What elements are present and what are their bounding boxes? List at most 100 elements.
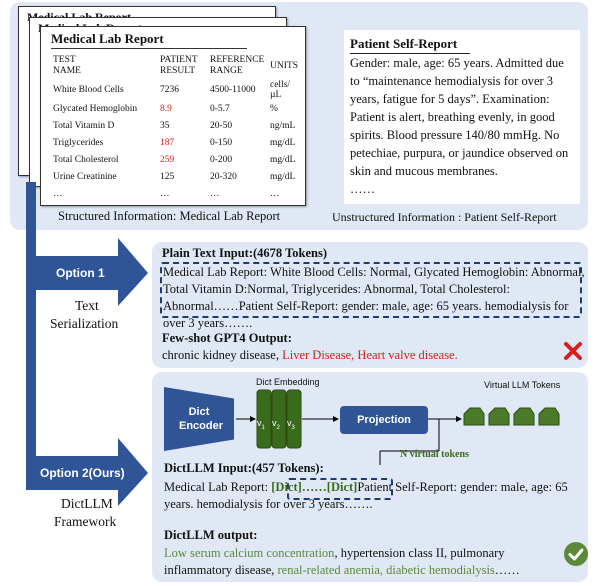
lab-cell-range: 0-200 <box>210 154 233 165</box>
dict-encoder-label: Dict Encoder <box>179 406 224 432</box>
lab-cell-range: 0-150 <box>210 137 233 148</box>
virtual-token-4 <box>538 407 560 426</box>
lab-cell-range: 4500-11000 <box>210 85 256 95</box>
option1-arrow-label: Option 1 <box>56 266 105 280</box>
lab-cell-test: … <box>53 188 63 199</box>
lab-report-card: Medical Lab Report TEST NAME PATIENT RESU… <box>40 26 306 206</box>
flow-trunk <box>26 182 36 486</box>
virtual-token-2 <box>488 407 510 426</box>
lab-cell-result: 125 <box>160 171 175 182</box>
lab-cell-result: 259 <box>160 154 175 165</box>
lab-cell-test: Glycated Hemoglobin <box>53 103 138 114</box>
option2-name-line2: Framework <box>54 514 117 529</box>
lab-cell-units: ng/mL <box>270 120 296 131</box>
lab-table-header-row: TEST NAME PATIENT RESULT REFERENCE RANGE UN… <box>53 52 301 80</box>
lab-report-title-underline <box>51 48 247 49</box>
option1-input-highlight: Medical Lab Report: White Blood Cells: N… <box>163 265 585 313</box>
embedding-v3: v3 <box>287 418 295 431</box>
option2-arrow-label: Option 2(Ours) <box>40 466 125 480</box>
n-virtual-tokens-label: N virtual tokens <box>400 449 469 460</box>
lab-cell-test: White Blood Cells <box>53 85 124 95</box>
lab-cell-units: … <box>270 188 280 199</box>
lab-cell-units: mg/dL <box>270 154 296 165</box>
option1-input-rest: Patient Self-Report: gender: male, age: … <box>163 299 569 330</box>
lab-cell-result: … <box>160 188 170 199</box>
lab-cell-result: 187 <box>160 137 175 148</box>
option1-output-normal: chronic kidney disease, <box>162 348 283 362</box>
option2-arrow <box>26 438 148 506</box>
table-row: White Blood Cells 7236 4500-11000 cells/µL <box>53 80 301 100</box>
table-row: Triglycerides 187 0-150 mg/dL <box>53 134 301 151</box>
self-report-card: Patient Self-Report Gender: male, age: 6… <box>344 30 580 204</box>
option2-dict-highlight-box <box>287 478 393 500</box>
option1-arrow <box>26 238 148 306</box>
option2-output-mid: , hypertension class II, pulmonary infla… <box>164 546 505 577</box>
flow-arrows <box>26 182 148 506</box>
lab-table-header: REFERENCE RANGE <box>210 55 265 76</box>
embedding-cell-3 <box>286 389 302 449</box>
self-report-title: Patient Self-Report <box>350 36 458 51</box>
lab-cell-result: 8.9 <box>160 103 172 114</box>
option2-output-end: …… <box>494 563 520 577</box>
option1-input-text: Medical Lab Report: White Blood Cells: N… <box>163 264 585 332</box>
option1-output-text: chronic kidney disease, Liver Disease, H… <box>162 348 458 363</box>
lab-cell-result: 35 <box>160 120 170 131</box>
option1-name-line1: Text <box>75 298 99 313</box>
option1-output-title: Few-shot GPT4 Output: <box>162 331 292 345</box>
option2-input-text: Medical Lab Report: [Dict]……[Dict]Patien… <box>164 479 580 513</box>
lab-cell-test: Triglycerides <box>53 137 104 148</box>
check-circle-icon <box>564 542 588 566</box>
table-row: Urine Creatinine 125 20-320 mg/dL <box>53 168 301 185</box>
projection-box: Projection <box>340 406 428 434</box>
lab-table-header: PATIENT RESULT <box>160 55 198 76</box>
self-report-title-underline <box>350 53 470 54</box>
cross-icon <box>564 342 582 360</box>
option1-input-title: Plain Text Input:(4678 Tokens) <box>162 246 327 260</box>
caption-structured: Structured Information: Medical Lab Repo… <box>58 209 281 223</box>
embedding-diagram <box>236 389 560 465</box>
table-row: Total Vitamin D 35 20-50 ng/mL <box>53 117 301 134</box>
lab-cell-test: Urine Creatinine <box>53 171 117 182</box>
lab-cell-units: % <box>270 103 278 114</box>
table-row: … … … … <box>53 185 301 202</box>
self-report-body: Gender: male, age: 65 years. Admitted du… <box>350 56 569 178</box>
caption-unstructured: Unstructured Information : Patient Self-… <box>332 210 557 224</box>
option2-name-line1: DictLLM <box>61 496 113 511</box>
embedding-cell-1 <box>256 389 272 449</box>
option2-input-prefix: Medical Lab Report: <box>164 480 272 494</box>
option2-output-green-2: renal-related anemia, diabetic hemodialy… <box>277 563 495 577</box>
option2-output-text: Low serum calcium concentration, hyperte… <box>164 545 562 579</box>
table-row: Glycated Hemoglobin 8.9 0-5.7% <box>53 100 301 117</box>
lab-cell-range: … <box>210 188 220 199</box>
lab-report-title: Medical Lab Report <box>51 31 164 46</box>
option1-highlight-box <box>160 262 582 318</box>
option2-input-title: DictLLM Input:(457 Tokens): <box>164 461 324 475</box>
lab-cell-units: mg/dL <box>270 137 296 148</box>
embedding-v1: v1 <box>257 418 265 431</box>
dict-encoder: Dict Encoder <box>164 387 234 451</box>
lab-table-header: TEST NAME <box>53 55 81 76</box>
lab-cell-units: mg/dL <box>270 171 296 182</box>
virtual-token-1 <box>463 407 485 426</box>
option2-input-dict: [Dict]……[Dict] <box>271 480 358 494</box>
lab-cell-range: 20-50 <box>210 120 233 131</box>
virtual-token-3 <box>513 407 535 426</box>
lab-cell-units: cells/µL <box>270 80 291 100</box>
option2-output-green-1: Low serum calcium concentration <box>164 546 335 560</box>
lab-report-table: TEST NAME PATIENT RESULT REFERENCE RANGE UN… <box>53 52 301 202</box>
option2-input-suffix: Patient Self-Report: gender: male, age: … <box>164 480 568 511</box>
lab-cell-test: Total Vitamin D <box>53 120 115 131</box>
dict-embedding-label: Dict Embedding <box>256 377 320 387</box>
option1-output-wrong: Liver Disease, Heart valve disease. <box>282 348 458 362</box>
virtual-tokens-label: Virtual LLM Tokens <box>484 380 561 390</box>
self-report-ellipsis: …… <box>350 182 375 196</box>
option2-output-title: DictLLM output: <box>164 528 258 542</box>
lab-cell-range: 0-5.7 <box>210 103 230 114</box>
embedding-v2: v2 <box>272 418 280 431</box>
option1-name-line2: Serialization <box>50 316 119 331</box>
lab-cell-range: 20-320 <box>210 171 237 182</box>
embedding-cell-2 <box>271 389 287 449</box>
lab-table-header: UNITS <box>270 60 298 71</box>
lab-cell-result: 7236 <box>160 85 179 95</box>
